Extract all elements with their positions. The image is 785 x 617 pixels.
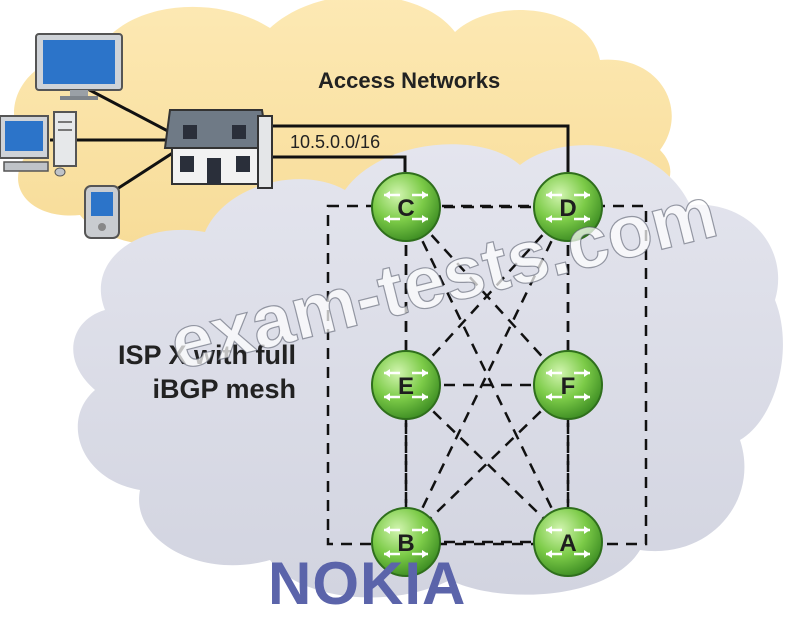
router-arrowhead-icon bbox=[384, 526, 390, 534]
ibgp-session-c-a bbox=[404, 206, 570, 543]
router-c: C bbox=[371, 172, 441, 242]
router-arrowhead-icon bbox=[384, 191, 390, 199]
router-a: A bbox=[533, 507, 603, 577]
ibgp-session-d-b bbox=[404, 206, 570, 543]
router-arrowhead-icon bbox=[584, 191, 590, 199]
router-label: E bbox=[398, 373, 414, 400]
router-label: B bbox=[397, 530, 414, 557]
router-label: A bbox=[559, 530, 576, 557]
nokia-logo: NOKIA bbox=[268, 550, 467, 617]
as-boundary bbox=[326, 204, 648, 546]
router-arrowhead-icon bbox=[422, 526, 428, 534]
router-arrowhead-icon bbox=[422, 550, 428, 558]
router-f: F bbox=[533, 350, 603, 420]
router-arrowhead-icon bbox=[384, 215, 390, 223]
router-arrowhead-icon bbox=[584, 215, 590, 223]
router-arrowhead-icon bbox=[422, 215, 428, 223]
router-arrowhead-icon bbox=[546, 393, 552, 401]
isp-label: ISP X with full iBGP mesh bbox=[118, 338, 296, 406]
router-arrowhead-icon bbox=[422, 369, 428, 377]
router-arrowhead-icon bbox=[584, 393, 590, 401]
house-icon bbox=[163, 109, 273, 189]
monitor-icon bbox=[35, 33, 123, 100]
ibgp-session-d-e bbox=[405, 206, 569, 386]
router-arrowhead-icon bbox=[584, 550, 590, 558]
isp-label-line2: iBGP mesh bbox=[152, 374, 297, 404]
router-arrowhead-icon bbox=[546, 191, 552, 199]
routers: C D E F B A bbox=[371, 172, 603, 577]
pda-icon bbox=[84, 185, 120, 239]
router-d: D bbox=[533, 172, 603, 242]
router-arrowhead-icon bbox=[384, 550, 390, 558]
router-b: B bbox=[371, 507, 441, 577]
router-label: D bbox=[559, 195, 576, 222]
router-arrowhead-icon bbox=[546, 550, 552, 558]
router-arrowhead-icon bbox=[584, 526, 590, 534]
router-arrowhead-icon bbox=[584, 369, 590, 377]
router-label: F bbox=[561, 373, 576, 400]
router-arrowhead-icon bbox=[546, 215, 552, 223]
router-arrowhead-icon bbox=[422, 393, 428, 401]
router-label: C bbox=[397, 195, 414, 222]
router-arrowhead-icon bbox=[546, 526, 552, 534]
router-arrowhead-icon bbox=[384, 369, 390, 377]
router-arrowhead-icon bbox=[384, 393, 390, 401]
router-e: E bbox=[371, 350, 441, 420]
router-arrowhead-icon bbox=[422, 191, 428, 199]
desktop-pc-icon bbox=[0, 111, 77, 177]
router-arrowhead-icon bbox=[546, 369, 552, 377]
access-networks-label: Access Networks bbox=[318, 68, 501, 93]
subnet-label: 10.5.0.0/16 bbox=[290, 132, 381, 152]
isp-label-line1: ISP X with full bbox=[118, 340, 297, 370]
